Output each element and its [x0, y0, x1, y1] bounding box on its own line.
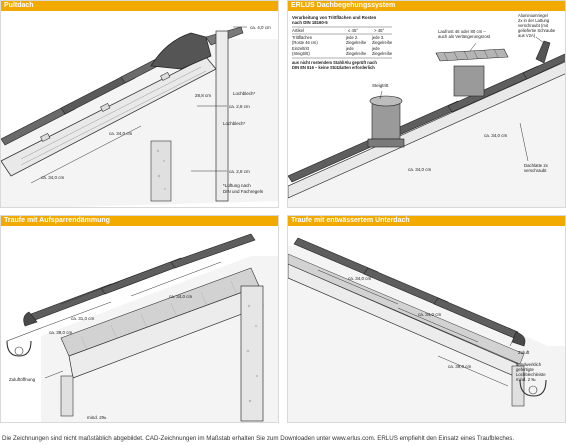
panel-dachbegehungssystem: ERLUS Dachbegehungssystem Verarbeitung v…: [287, 0, 566, 208]
panel-traufe-unterdach: Traufe mit entwässertem Unterdach ca. 34…: [287, 215, 566, 423]
table-cell: Ziegelreihe: [372, 40, 393, 45]
panel-title: ERLUS Dachbegehungssystem: [288, 1, 565, 11]
dim-label: ca. 34,0 cm: [169, 294, 193, 299]
panel-traufe-aufsparren: Traufe mit Aufsparrendämmung: [0, 215, 279, 423]
table-cell: (Steigtritt): [292, 51, 310, 56]
steigtritt-element: [367, 95, 405, 148]
panel-title: Pultdach: [1, 1, 278, 11]
table-cell: (Roste 46 cm): [292, 40, 318, 45]
footnote-line: DIN und Fachregeln: [223, 189, 264, 194]
callout-label: Steigtritt: [372, 83, 389, 88]
table-cell: jede 2.: [345, 35, 358, 40]
panel-title: Traufe mit entwässertem Unterdach: [288, 216, 565, 226]
callout-label: handwerklich: [516, 362, 542, 367]
table-note: DIN EN 516 – keine Stützlatten erforderl…: [292, 65, 375, 70]
dim-label: ca. 34,0 cm: [41, 175, 65, 180]
table-col-header: Artikel: [292, 28, 304, 33]
dim-label: ca. 34,0 cm: [109, 131, 133, 136]
dim-label: ca. 39,0 cm: [49, 330, 73, 335]
dim-label: ca. 34,0 cm: [418, 312, 442, 317]
table-heading: nach DIN 18160-5: [292, 20, 328, 25]
dim-label: ca. 2,8 cm: [229, 169, 250, 174]
callout-label: mind. 2 ‰: [516, 377, 536, 382]
dim-label: ca. 2,8 cm: [229, 104, 250, 109]
callout-label: verschraubt (mit: [518, 23, 549, 28]
panel-pultdach: Pultdach: [0, 0, 279, 208]
table-col-header: > 45°: [374, 28, 384, 33]
laufrost-element: [435, 48, 509, 97]
table-cell: Ziegelreihe: [346, 40, 367, 45]
table-heading: Verarbeitung von Trittflächen und Rosten: [292, 15, 377, 20]
dim-label: 28,8 cm: [195, 93, 211, 98]
table-cell: jede: [371, 46, 380, 51]
dim-label: ca. 34,0 cm: [484, 133, 508, 138]
table-cell: Trittflächen: [292, 35, 313, 40]
callout-label: Dachlatte 2x: [524, 163, 549, 168]
callout-label: Zuluft: [518, 350, 530, 355]
callout-label: verschraubt: [524, 168, 547, 173]
callout-label: Lochblech*: [233, 91, 256, 96]
callout-label: aus V2A): [518, 33, 536, 38]
callout-label: auch als Verlängerungsrost: [438, 34, 491, 39]
traufe-aufsparren-drawing: ca. 31,0 cm ca. 34,0 cm ca. 39,0 cm Zulu…: [6, 233, 278, 422]
dachbegehung-drawing: Verarbeitung von Trittflächen und Rosten…: [288, 13, 565, 207]
table-cell: Ziegelreihe: [372, 51, 393, 56]
dim-label: ca. 34,0 cm: [408, 167, 432, 172]
callout-label: 2x in der Lattung: [518, 18, 550, 23]
traufe-unterdach-drawing: ca. 34,0 cm ca. 34,0 cm ca. 39,0 cm Zulu…: [288, 237, 565, 422]
table-cell: jede 3.: [371, 35, 384, 40]
callout-label: Laufrost 46 oder 80 cm –: [438, 29, 486, 34]
dim-label: ca. 34,0 cm: [348, 276, 372, 281]
dim-label: ca. 39,0 cm: [448, 364, 472, 369]
callout-label: mind. 2‰: [87, 415, 107, 420]
disclaimer-footer: Die Zeichnungen sind nicht maßstäblich a…: [2, 435, 515, 442]
table-note: aus nicht rostendem Stahl/Alu geprüft na…: [292, 60, 377, 65]
table-cell: jede: [345, 46, 354, 51]
table-cell: Einzeltritt: [292, 46, 310, 51]
callout-label: gefertigte: [516, 367, 535, 372]
table-col-header: ≤ 45°: [348, 28, 358, 33]
dim-label: ca. 31,0 cm: [71, 316, 95, 321]
callout-label: Lochblechleiste: [516, 372, 546, 377]
table-cell: Ziegelreihe: [346, 51, 367, 56]
callout-label: Aluminiumriegel: [518, 13, 548, 18]
panel-title: Traufe mit Aufsparrendämmung: [1, 216, 278, 226]
callout-label: geliefertie Schraube: [518, 28, 556, 33]
pultdach-drawing: ca. 4,0 cm 28,8 cm Lochblech* ca. 2,8 cm…: [1, 25, 278, 207]
callout-label: Lochblech*: [223, 121, 246, 126]
table-body: Trittflächen jede 2. jede 3. (Roste 46 c…: [292, 35, 393, 56]
callout-label: Zuluftöffnung: [9, 377, 36, 382]
dim-label: ca. 4,0 cm: [250, 25, 271, 30]
footnote-line: *Lüftung nach: [223, 183, 251, 188]
